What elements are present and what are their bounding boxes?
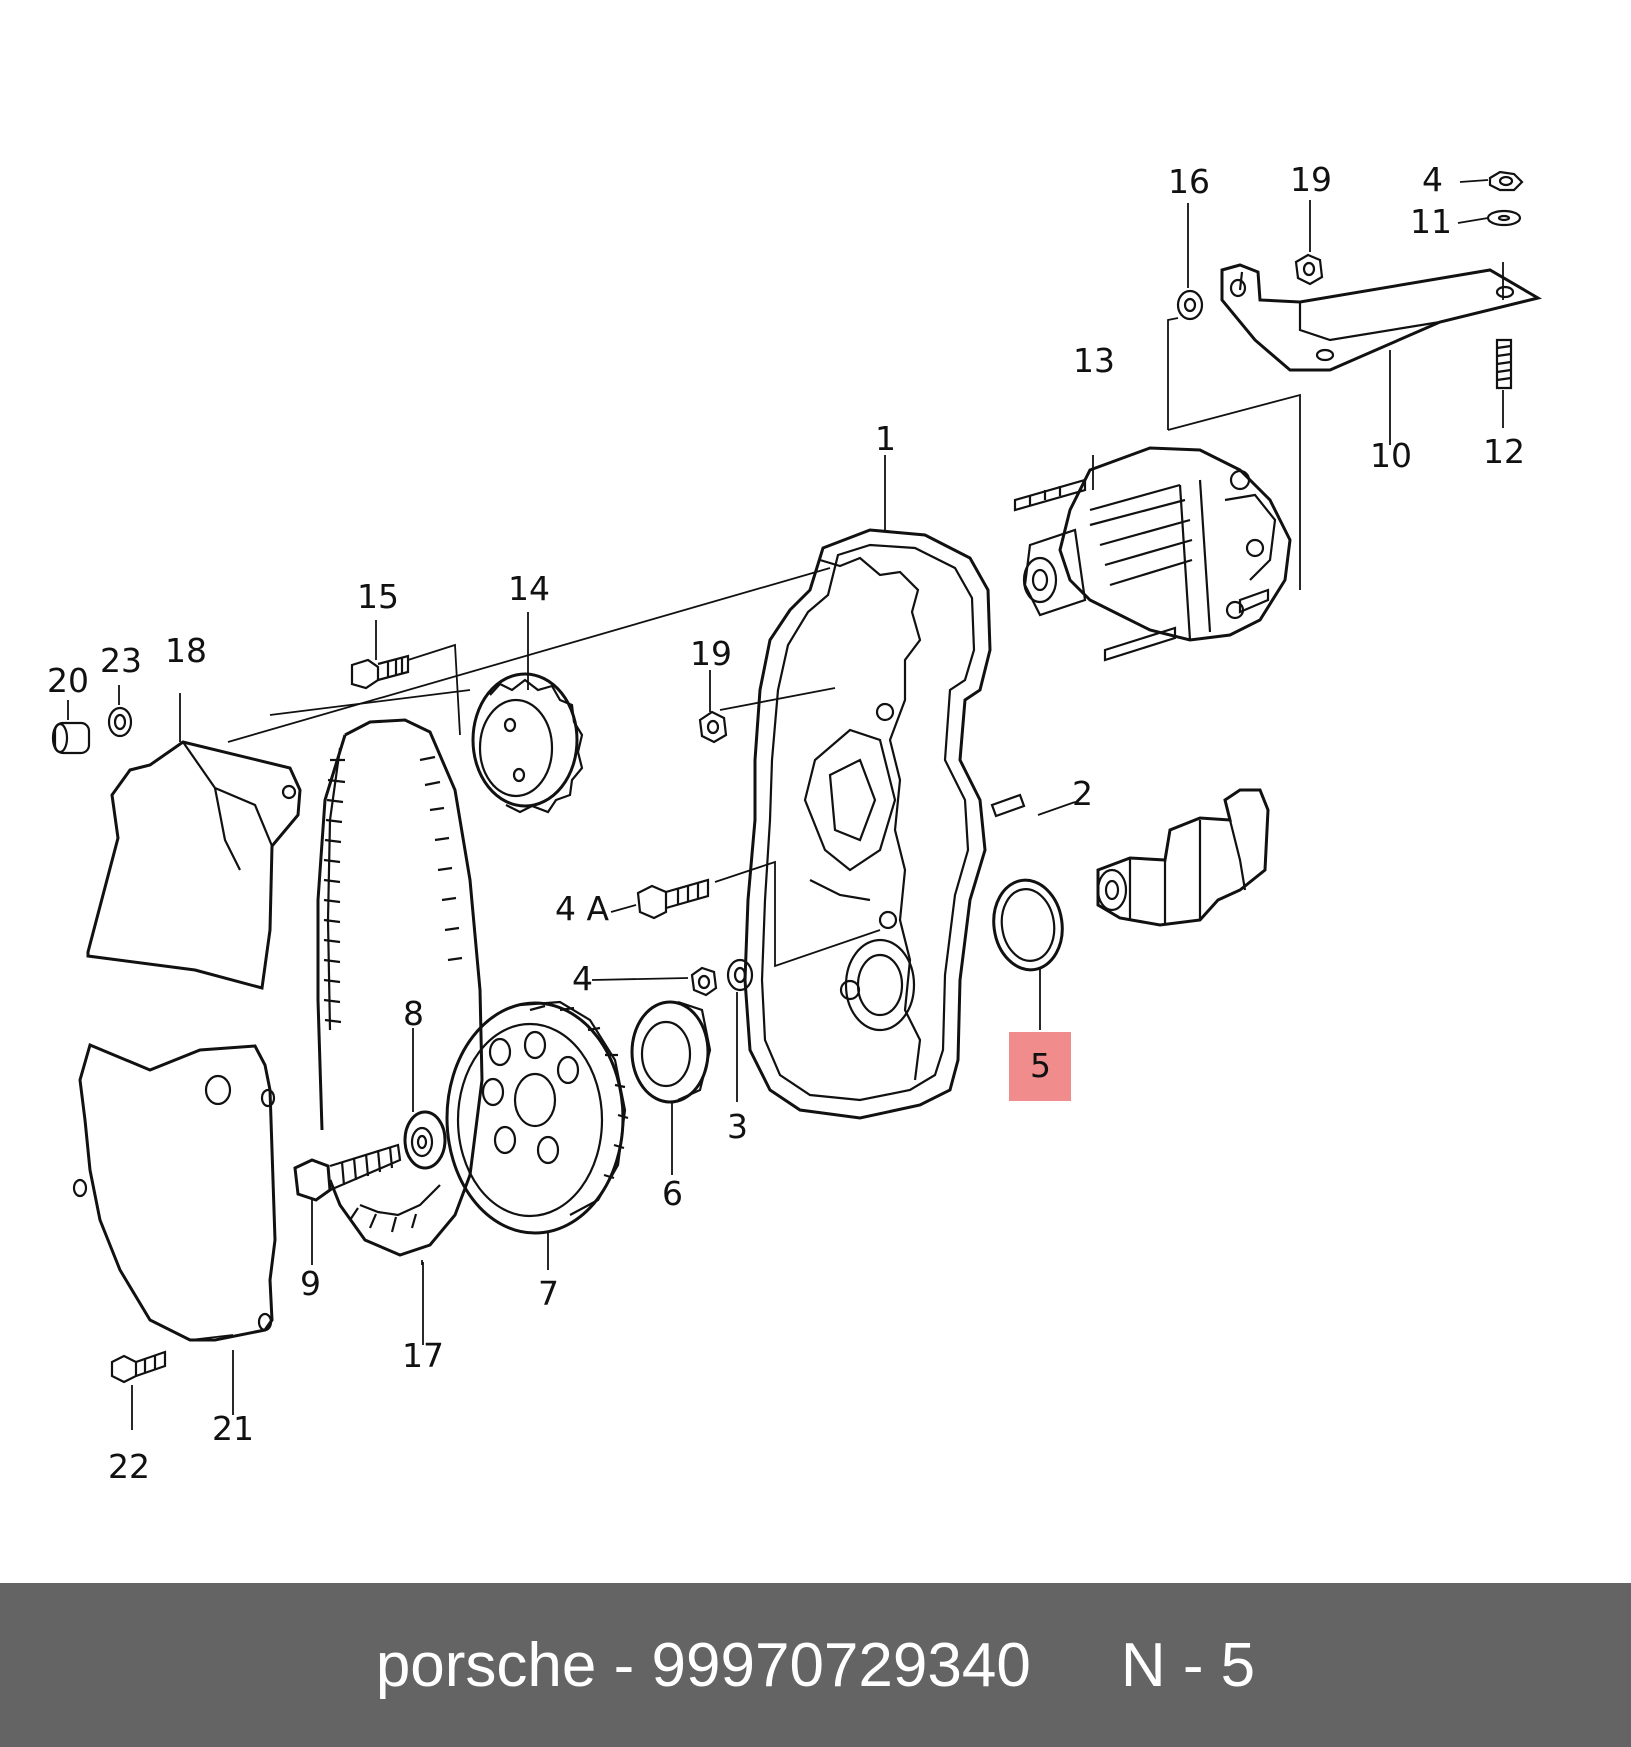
part-number: 99970729340 (651, 1630, 1031, 1700)
label-part-19-right: 19 (1290, 160, 1332, 199)
o-ring-part-5 (992, 878, 1064, 972)
intermediate-shaft (1096, 788, 1270, 927)
part-info-footer: porsche - 99970729340 N - 5 (0, 1583, 1631, 1747)
label-part-19-left: 19 (690, 634, 732, 673)
label-part-6: 6 (662, 1174, 683, 1213)
bolt-part-4A (636, 878, 710, 920)
label-part-12: 12 (1483, 432, 1525, 471)
highlight-part-5 (1009, 1032, 1071, 1101)
dowel-pin-part-2 (990, 793, 1026, 818)
position-label: N - 5 (1120, 1630, 1256, 1700)
lower-timing-cover-part-21 (72, 1042, 277, 1342)
label-part-4-upper: 4 (1422, 160, 1443, 199)
label-part-14: 14 (508, 569, 550, 608)
label-part-4A: 4 A (555, 889, 609, 928)
label-part-15: 15 (357, 577, 399, 616)
label-part-23: 23 (100, 641, 142, 680)
long-bolt-part-9 (293, 1143, 402, 1202)
footer-separator-space-2 (634, 1630, 651, 1701)
footer-separator-space (596, 1630, 613, 1701)
stud-part-12 (1495, 338, 1513, 390)
washer-part-16 (1176, 289, 1204, 321)
nut-part-4-upper (1488, 170, 1524, 192)
timing-belt-part-17 (316, 718, 484, 1257)
label-part-21: 21 (212, 1409, 254, 1448)
bracket-part-10 (1220, 263, 1542, 372)
label-part-20: 20 (47, 661, 89, 700)
part-labels: 1 2 3 4 4 A 5 6 7 8 9 10 11 12 13 14 15 … (47, 160, 1525, 1486)
bushing-part-20 (51, 721, 91, 755)
toothed-pulley-part-14 (471, 672, 584, 814)
washer-part-23 (107, 706, 133, 738)
oil-seal-part-6 (630, 1000, 712, 1104)
assembly-guide-lines (227, 262, 1504, 968)
label-part-3: 3 (727, 1107, 748, 1146)
label-part-17: 17 (402, 1336, 444, 1375)
nut-part-19-left (698, 710, 728, 744)
label-part-10: 10 (1370, 436, 1412, 475)
leader-lines (67, 179, 1504, 1430)
crank-pulley-part-7 (445, 1000, 629, 1235)
nut-part-19-right (1294, 253, 1324, 286)
label-part-16: 16 (1168, 162, 1210, 201)
label-part-8: 8 (403, 994, 424, 1033)
bolt-part-22 (110, 1350, 167, 1384)
label-part-18: 18 (165, 631, 207, 670)
label-part-1: 1 (875, 419, 896, 458)
brand-name: porsche (375, 1630, 597, 1700)
exploded-parts-diagram: 1 2 3 4 4 A 5 6 7 8 9 10 11 12 13 14 15 … (47, 160, 1542, 1486)
water-pump-part-13 (1013, 446, 1292, 662)
label-part-11: 11 (1410, 202, 1452, 241)
nut-part-4-lower (690, 966, 718, 997)
bolt-part-15 (350, 654, 410, 690)
idler-roller-part-8 (403, 1110, 447, 1170)
upper-timing-cover (86, 740, 302, 990)
label-part-7: 7 (538, 1274, 559, 1313)
label-part-13: 13 (1073, 341, 1115, 380)
label-part-4-lower: 4 (572, 959, 593, 998)
label-part-22: 22 (108, 1447, 150, 1486)
timing-housing-part-1 (743, 528, 992, 1120)
washer-part-11 (1486, 209, 1522, 227)
label-part-5: 5 (1030, 1046, 1051, 1085)
footer-separator: - (613, 1630, 635, 1700)
label-part-2: 2 (1072, 774, 1093, 813)
label-part-9: 9 (300, 1264, 321, 1303)
washer-part-3 (726, 958, 754, 992)
